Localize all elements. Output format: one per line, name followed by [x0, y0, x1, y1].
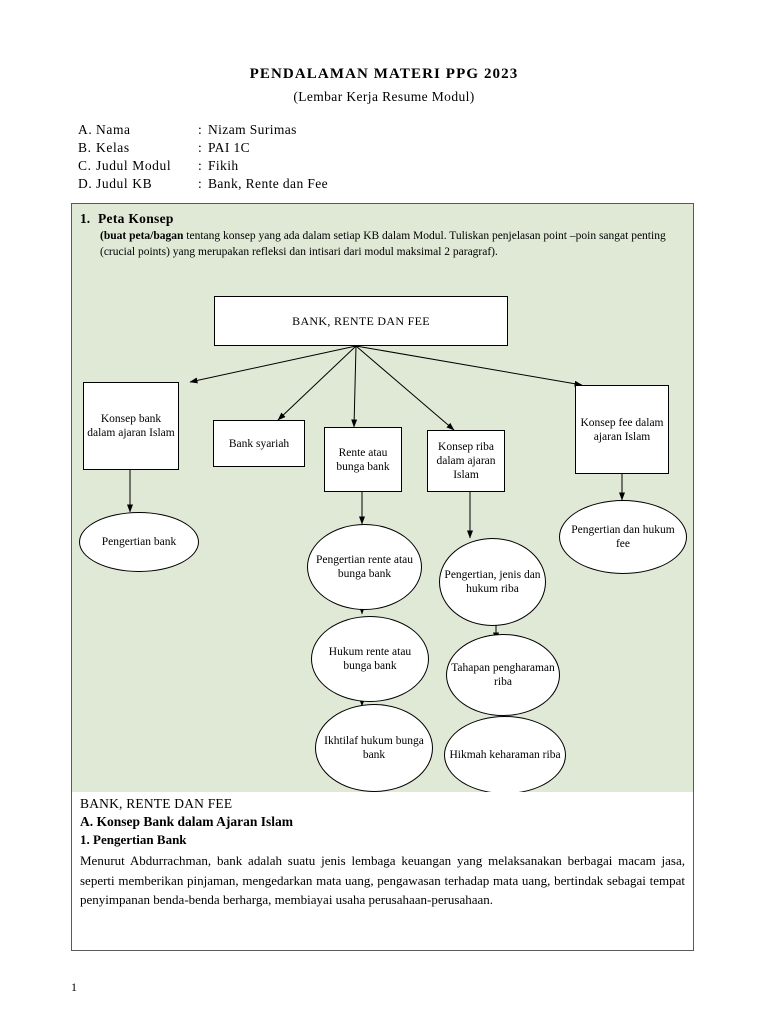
instruction-rest: tentang konsep yang ada dalam setiap KB … [100, 230, 666, 258]
meta-row: B. Kelas : PAI 1C [78, 139, 328, 157]
diagram-box-konsep-riba: Konsep riba dalam ajaran Islam [427, 430, 505, 492]
meta-row: D. Judul KB : Bank, Rente dan Fee [78, 175, 328, 193]
meta-key: C. [78, 158, 92, 173]
diagram-box-rente: Rente atau bunga bank [324, 427, 402, 492]
meta-key: D. [78, 176, 93, 191]
concept-map-canvas: BANK, RENTE DAN FEE Konsep bank dalam aj… [72, 272, 693, 794]
meta-label: Nama [96, 122, 131, 137]
diagram-ellipse-hukum-rente: Hukum rente atau bunga bank [311, 616, 429, 702]
diagram-box-konsep-fee: Konsep fee dalam ajaran Islam [575, 385, 669, 474]
meta-colon: : [198, 122, 203, 137]
section-instruction: (buat peta/bagan tentang konsep yang ada… [100, 229, 680, 260]
resume-subheading-1: 1. Pengertian Bank [80, 832, 187, 847]
meta-value: PAI 1C [208, 140, 251, 155]
resume-section: BANK, RENTE DAN FEE A. Konsep Bank dalam… [71, 792, 694, 951]
diagram-box-konsep-bank: Konsep bank dalam ajaran Islam [83, 382, 179, 470]
page-title: PENDALAMAN MATERI PPG 2023 [249, 66, 519, 82]
meta-value: Fikih [208, 158, 239, 173]
meta-label: Kelas [96, 140, 130, 155]
section-number: 1. [80, 211, 91, 226]
diagram-box-bank-syariah: Bank syariah [213, 420, 305, 467]
meta-row: C. Judul Modul : Fikih [78, 157, 328, 175]
concept-map-header: 1. Peta Konsep (buat peta/bagan tentang … [72, 204, 693, 272]
resume-paragraph: Menurut Abdurrachman, bank adalah suatu … [80, 853, 685, 907]
page-number: 1 [71, 980, 77, 994]
meta-label: Judul Modul [96, 158, 172, 173]
diagram-ellipse-pengertian-bank: Pengertian bank [79, 512, 199, 572]
meta-label: Judul KB [96, 176, 153, 191]
diagram-ellipse-pengertian-fee: Pengertian dan hukum fee [559, 500, 687, 574]
meta-value: Bank, Rente dan Fee [208, 176, 329, 191]
meta-colon: : [198, 158, 203, 173]
meta-row: A. Nama : Nizam Surimas [78, 121, 328, 139]
instruction-bold: (buat peta/bagan [100, 230, 184, 242]
diagram-ellipse-pengertian-rente: Pengertian rente atau bunga bank [307, 524, 422, 610]
metadata-list: A. Nama : Nizam Surimas B. Kelas : PAI 1… [78, 121, 328, 193]
section-title: Peta Konsep [98, 211, 174, 226]
diagram-root-node: BANK, RENTE DAN FEE [214, 296, 508, 346]
meta-value: Nizam Surimas [208, 122, 297, 137]
diagram-ellipse-pengertian-riba: Pengertian, jenis dan hukum riba [439, 538, 546, 626]
meta-colon: : [198, 176, 203, 191]
diagram-ellipse-tahapan-riba: Tahapan pengharaman riba [446, 634, 560, 716]
concept-map-box: 1. Peta Konsep (buat peta/bagan tentang … [71, 203, 694, 794]
resume-heading: BANK, RENTE DAN FEE [80, 796, 233, 811]
meta-colon: : [198, 140, 203, 155]
meta-key: A. [78, 122, 93, 137]
meta-key: B. [78, 140, 92, 155]
diagram-ellipse-hikmah-riba: Hikmah keharaman riba [444, 716, 566, 794]
resume-subheading-a: A. Konsep Bank dalam Ajaran Islam [80, 814, 294, 829]
page-subtitle: (Lembar Kerja Resume Modul) [293, 89, 475, 104]
diagram-ellipse-ikhtilaf: Ikhtilaf hukum bunga bank [315, 704, 433, 792]
